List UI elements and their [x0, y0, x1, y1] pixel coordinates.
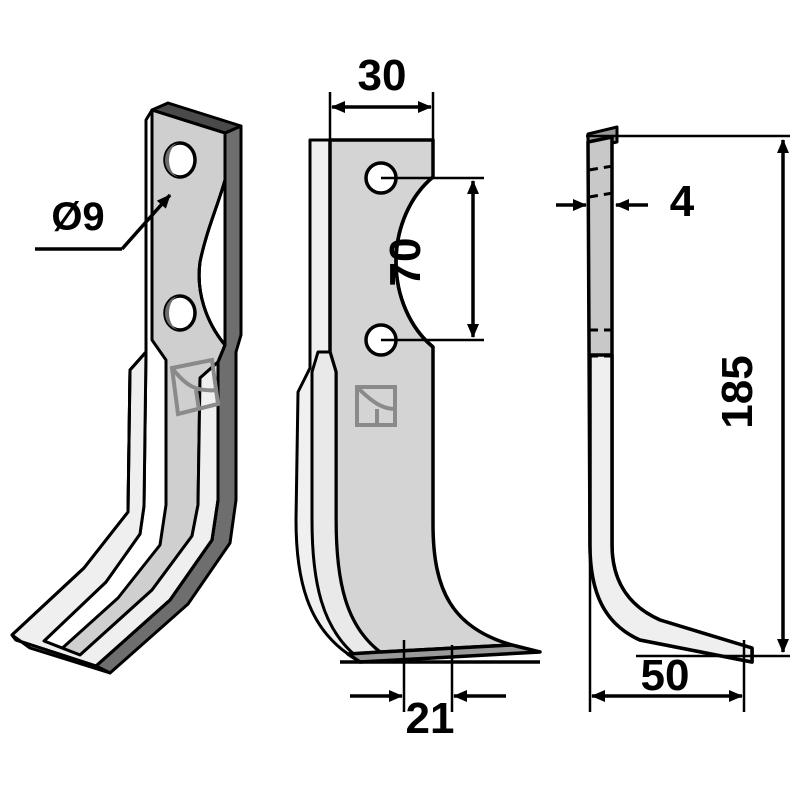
isometric-view: Ø9: [10, 101, 243, 675]
side-hidden-hole-upper-top: [588, 164, 614, 172]
dim-21-group: [350, 640, 506, 712]
side-view: 4 185 50: [556, 125, 790, 712]
iso-hole-upper: [163, 141, 197, 179]
dim-185-group: [586, 134, 790, 658]
dim-thickness-4: 4: [670, 177, 695, 226]
diameter-leader: [35, 193, 172, 251]
front-concave-notch: [394, 175, 435, 349]
dim-50-group: [588, 560, 746, 712]
dim-70-group: [381, 176, 484, 342]
dim-height-185: 185: [713, 355, 762, 428]
dim-30-group: [328, 92, 435, 140]
iso-hole-lower: [163, 294, 197, 332]
dim-spacing-70: 70: [381, 238, 430, 287]
side-hidden-hole-upper-bottom: [588, 191, 614, 199]
front-view: 30 70 21: [294, 51, 542, 743]
dim-foot-50: 50: [641, 651, 690, 700]
manufacturer-logo-front: [355, 385, 397, 427]
side-bent-foot: [588, 353, 754, 664]
iso-cutting-edge-bevel: [10, 633, 112, 675]
manufacturer-logo-iso: [169, 357, 221, 417]
dim-foot-21: 21: [406, 694, 455, 743]
dim-diameter-9: Ø9: [51, 195, 104, 239]
dim-width-30: 30: [358, 51, 407, 100]
